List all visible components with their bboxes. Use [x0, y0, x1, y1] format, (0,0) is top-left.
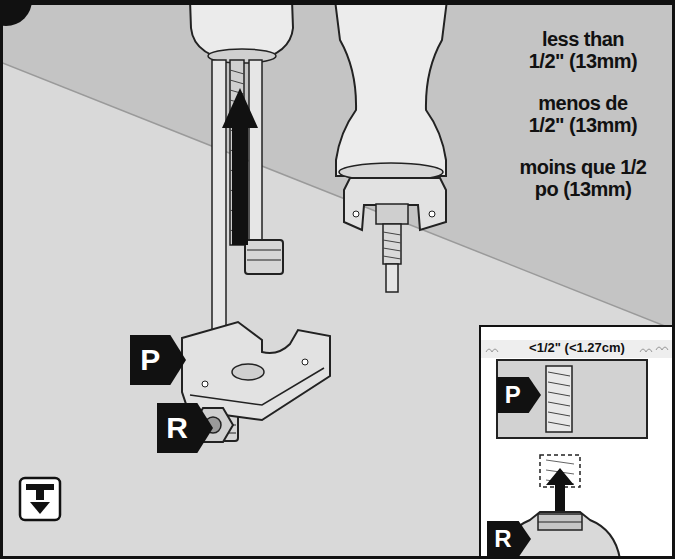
- right-faucet-part: [429, 211, 435, 217]
- mounting-bracket-part: [202, 381, 208, 387]
- inset-drawing-part: [538, 522, 582, 523]
- right-faucet: [335, 0, 447, 292]
- mounting-bracket-part: [302, 359, 308, 365]
- inset-drawing-part: [538, 514, 582, 530]
- step-icon-part: [30, 502, 50, 514]
- frame-part: [0, 0, 675, 5]
- step-icon-part: [20, 478, 60, 520]
- inset-drawing: [480, 326, 674, 559]
- step-icon-part: [36, 490, 44, 500]
- dimension-note: moins que 1/2 po (13mm): [512, 156, 654, 200]
- mounting-bracket-part: [232, 364, 264, 380]
- left-faucet-part: [247, 260, 281, 261]
- background-part: [0, 62, 675, 330]
- callout-letter-text: R: [157, 403, 197, 453]
- mounting-bracket-part: [182, 322, 330, 420]
- inset-drawing-part: [480, 326, 674, 558]
- left-faucet-part: [249, 60, 262, 245]
- inset-drawing-part: [546, 366, 572, 432]
- dimension-note: less than 1/2" (13mm): [522, 28, 644, 72]
- callout-pentagon: [130, 335, 186, 385]
- inset-drawing-part: [481, 340, 673, 358]
- background-part: [0, 0, 675, 330]
- inset-drawing-part: [546, 468, 574, 512]
- dimension-text: <1/2" (<1.27cm): [481, 339, 673, 357]
- left-faucet-part: [247, 250, 281, 251]
- right-faucet-part: [335, 0, 447, 176]
- callout-letter-text: R: [487, 521, 519, 557]
- callout-pentagon: [157, 403, 213, 453]
- right-faucet-part: [353, 211, 359, 217]
- callout-pentagon: [497, 377, 541, 413]
- callout-letter-text: P: [497, 377, 529, 413]
- inset-drawing-part: [548, 372, 570, 426]
- left-faucet-part: [222, 88, 258, 245]
- callout-letter: P: [497, 377, 541, 413]
- right-faucet-part: [376, 204, 408, 224]
- callout-pentagon: [487, 521, 531, 557]
- callout-letter-text: P: [130, 335, 170, 385]
- inset-drawing-part: [497, 360, 647, 438]
- left-faucet-part: [190, 0, 293, 62]
- mounting-bracket: [182, 322, 330, 420]
- callout-letter: R: [157, 403, 213, 453]
- frame-part: [0, 0, 32, 26]
- callout-letter: R: [487, 521, 531, 557]
- right-faucet-part: [386, 264, 398, 292]
- right-faucet-part: [383, 224, 401, 264]
- dimension-note: menos de 1/2" (13mm): [522, 92, 644, 136]
- detail-inset: <1/2" (<1.27cm) P R: [479, 325, 675, 559]
- step-icon: [20, 478, 60, 520]
- left-faucet-part: [245, 240, 283, 274]
- step-icon-part: [26, 484, 54, 490]
- right-faucet-part: [383, 232, 401, 259]
- callout-letter: P: [130, 335, 186, 385]
- right-faucet-part: [344, 178, 446, 230]
